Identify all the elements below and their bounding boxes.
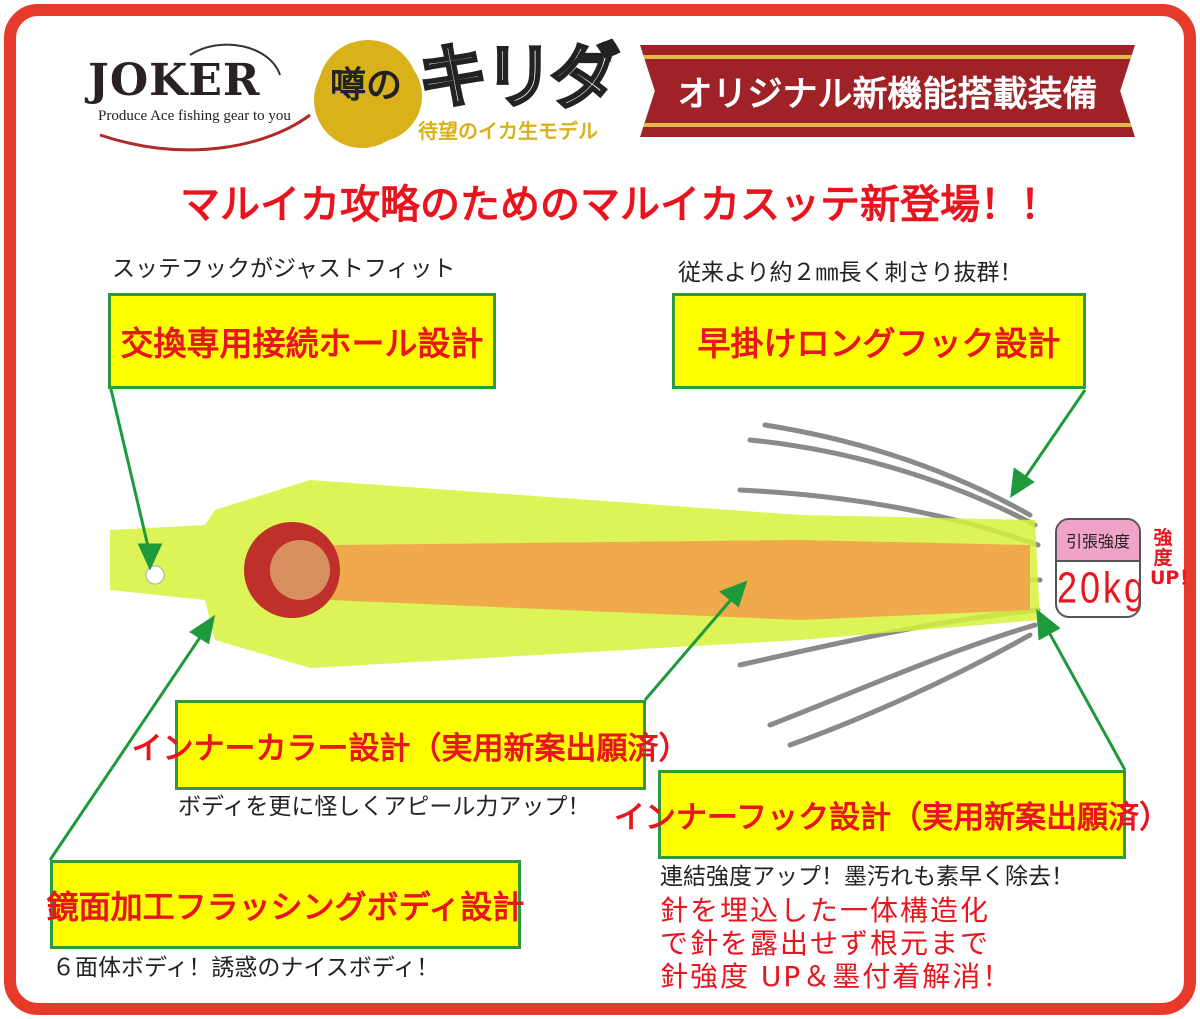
feature-caption: 従来より約２㎜長く刺さり抜群！ xyxy=(678,260,1023,286)
feature-title: インナーフック設計（実用新案出願済） xyxy=(613,800,1171,836)
model-name: キリダ xyxy=(417,36,622,118)
splash-logo xyxy=(318,40,418,140)
model-tagline: 待望のイカ生モデル xyxy=(418,119,598,143)
tension-badge: 引張強度 20kg xyxy=(1055,518,1141,618)
feature-caption: ６面体ボディ！誘惑のナイスボディ！ xyxy=(52,955,440,981)
feature-caption: 連結強度アップ！墨汚れも素早く除去！ xyxy=(660,864,1074,890)
feature-box-inner-color: インナーカラー設計（実用新案出願済） xyxy=(132,700,690,790)
model-prefix: 噂の xyxy=(329,65,402,106)
inner-hook-note: 針強度 UP＆墨付着解消！ xyxy=(660,960,1013,993)
hook-swoosh-icon xyxy=(99,43,311,152)
red-frame xyxy=(4,4,1196,1015)
feature-title: 交換専用接続ホール設計 xyxy=(120,324,484,363)
feature-title: 早掛けロングフック設計 xyxy=(697,324,1061,363)
strength-up-note: 強度UP！ xyxy=(1150,527,1199,589)
feature-banner: オリジナル新機能搭載装備 xyxy=(640,45,1135,137)
inner-hook-note: 針を埋込した一体構造化 xyxy=(660,894,991,927)
banner-text: オリジナル新機能搭載装備 xyxy=(677,74,1098,115)
feature-title: 鏡面加工フラッシングボディ設計 xyxy=(46,887,525,926)
feature-caption: ボディを更に怪しくアピール力アップ！ xyxy=(178,794,591,820)
joker-tagline: Produce Ace fishing gear to you xyxy=(98,108,291,124)
tension-label: 引張強度 xyxy=(1057,520,1139,562)
connection-hole-icon xyxy=(145,565,165,585)
feature-box-long-hook: 早掛けロングフック設計 xyxy=(672,293,1086,389)
inner-hook-note: で針を露出せず根元まで xyxy=(660,927,991,960)
joker-logo: JOKER xyxy=(88,55,261,106)
feature-caption: スッテフックがジャストフィット xyxy=(112,256,456,282)
pointer-arrows xyxy=(48,384,1127,861)
feature-box-mirror-body: 鏡面加工フラッシングボディ設計 xyxy=(47,860,524,949)
lure-inner-color xyxy=(330,540,1030,620)
headline: マルイカ攻略のためのマルイカスッテ新登場！！ xyxy=(180,182,1060,228)
feature-box-inner-hook: インナーフック設計（実用新案出願済） xyxy=(614,770,1170,859)
tension-value: 20kg xyxy=(1057,562,1141,612)
feature-title: インナーカラー設計（実用新案出願済） xyxy=(131,730,690,767)
feature-box-connection-hole: 交換専用接続ホール設計 xyxy=(108,293,496,389)
